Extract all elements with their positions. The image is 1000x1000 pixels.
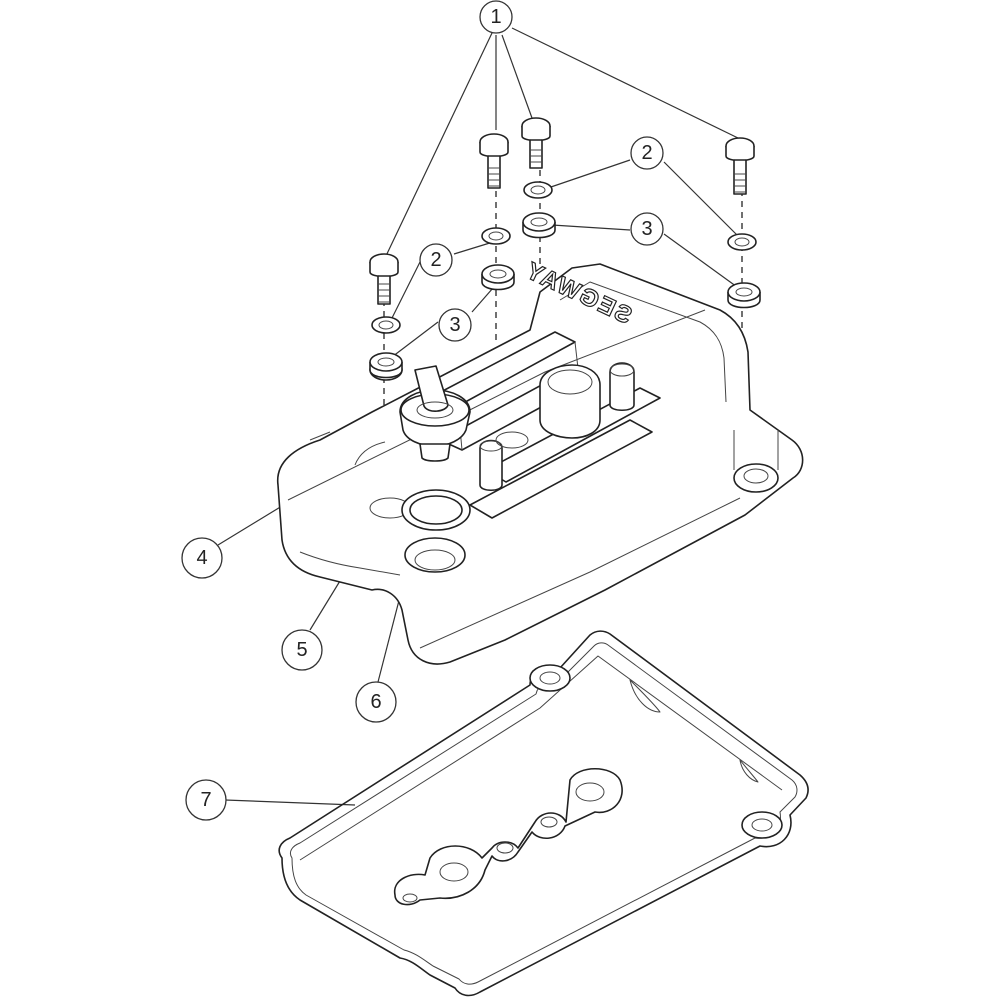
callout-6: 6 bbox=[355, 681, 397, 723]
callout-2-left: 2 bbox=[419, 243, 453, 277]
bolt-center-right bbox=[521, 117, 551, 169]
bolt-right bbox=[725, 137, 755, 195]
svg-text:7: 7 bbox=[200, 789, 211, 811]
grommet-center bbox=[481, 264, 515, 291]
svg-text:1: 1 bbox=[490, 6, 501, 28]
o-ring bbox=[401, 489, 471, 531]
svg-text:2: 2 bbox=[430, 249, 441, 271]
grommet-left bbox=[369, 352, 403, 381]
oil-filler-cap bbox=[399, 365, 471, 462]
callout-3-upper: 3 bbox=[630, 212, 664, 246]
callout-7: 7 bbox=[185, 779, 227, 821]
callouts: 1 2 2 3 3 4 5 6 7 bbox=[181, 0, 664, 821]
svg-text:3: 3 bbox=[449, 314, 460, 336]
washer-left bbox=[371, 316, 401, 334]
svg-text:5: 5 bbox=[296, 639, 307, 661]
grommet-right bbox=[727, 282, 761, 309]
callout-1: 1 bbox=[479, 0, 513, 34]
bolt-left bbox=[369, 253, 399, 305]
washer-right bbox=[727, 233, 757, 251]
bolts bbox=[369, 117, 755, 305]
valve-cover-gasket bbox=[278, 630, 809, 997]
valve-cover: SEGWAY bbox=[277, 256, 804, 665]
callout-5: 5 bbox=[281, 629, 323, 671]
svg-text:4: 4 bbox=[196, 547, 207, 569]
bolt-center bbox=[479, 133, 509, 189]
callout-2-upper: 2 bbox=[630, 136, 664, 170]
callout-3-left: 3 bbox=[438, 308, 472, 342]
callout-4: 4 bbox=[181, 537, 223, 579]
svg-text:2: 2 bbox=[641, 142, 652, 164]
svg-text:3: 3 bbox=[641, 218, 652, 240]
grommet-center-right bbox=[522, 212, 556, 239]
washers bbox=[371, 181, 757, 334]
grommets bbox=[369, 212, 761, 381]
washer-center bbox=[481, 227, 511, 245]
washer-center-right bbox=[523, 181, 553, 199]
svg-text:6: 6 bbox=[370, 691, 381, 713]
